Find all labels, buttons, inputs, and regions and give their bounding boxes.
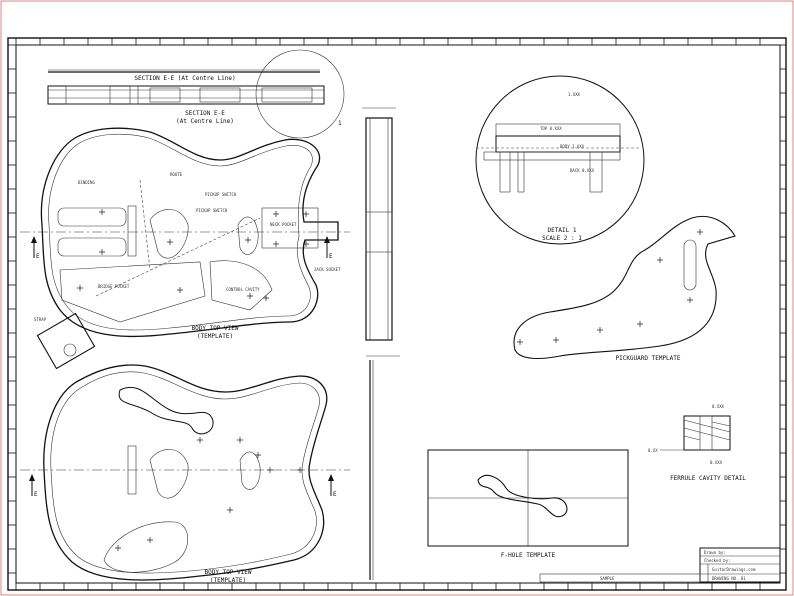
screw-hole-mark <box>687 297 693 303</box>
section-marker-left-label: E <box>36 253 40 260</box>
section-marker-back-left: E <box>29 474 38 498</box>
screw-hole-mark <box>697 229 703 235</box>
screw-hole-mark <box>99 249 105 255</box>
ferrule-dim-a: 0.XXX <box>712 404 725 409</box>
f-hole-template: F-HOLE TEMPLATE <box>427 449 629 559</box>
screw-hole-mark <box>273 211 279 217</box>
pickguard-template: PICKGUARD TEMPLATE <box>513 216 736 362</box>
strap-button-detail <box>36 312 96 370</box>
ferrule-cavity-detail: 0.XXX 0.XX 0.XXX FERRULE CAVITY DETAIL <box>648 404 746 482</box>
screw-hole-mark <box>273 241 279 247</box>
body-back-title: BODY TOP VIEW <box>205 569 252 576</box>
section-bottom-title: SECTION E-E <box>185 110 225 117</box>
screw-hole-mark <box>115 545 121 551</box>
screw-hole-mark <box>657 257 663 263</box>
section-marker-back-right: E <box>328 474 337 498</box>
screw-hole-mark <box>297 467 303 473</box>
screw-hole-mark <box>177 287 183 293</box>
detail-dim-d: BACK 0.XXX <box>570 168 595 173</box>
body-back-view: BODY TOP VIEW (TEMPLATE) E E <box>20 364 350 584</box>
screw-hole-mark <box>517 339 523 345</box>
control-cavity-label: CONTROL CAVITY <box>226 287 260 292</box>
body-top-title: BODY TOP VIEW <box>192 325 239 332</box>
screw-hole-mark <box>247 293 253 299</box>
binding-label: BINDING <box>78 180 95 185</box>
detail-dim-a: 1.XXX <box>568 92 581 97</box>
title-block-line3: SAMPLE <box>600 576 615 581</box>
screw-hole-mark <box>197 437 203 443</box>
pickup-switch-label: PICKUP SWITCH <box>205 192 237 197</box>
frame-zone-ticks <box>8 38 786 590</box>
screw-hole-mark <box>99 209 105 215</box>
fhole-title: F-HOLE TEMPLATE <box>501 552 556 559</box>
section-bottom-sub: (At Centre Line) <box>176 118 234 125</box>
section-marker-back-right-label: E <box>333 491 337 498</box>
title-block-company: GuitarDrawings.com <box>712 567 756 572</box>
screw-hole-mark <box>303 241 309 247</box>
body-top-view: STRAP NECK POCKET ROUTE BINDING PICKUP S… <box>20 127 350 370</box>
section-top-title: SECTION E-E (At Centre Line) <box>134 75 235 82</box>
detail-scale: SCALE 2 : 1 <box>542 235 582 242</box>
screw-hole-mark <box>267 467 273 473</box>
screw-hole-mark <box>245 237 251 243</box>
screw-hole-marks <box>77 209 703 551</box>
title-block-drawing-no: DRAWING NO. 01 <box>712 576 746 581</box>
side-elevation-view <box>362 107 400 580</box>
screw-hole-mark <box>237 437 243 443</box>
section-marker-back-left-label: E <box>34 491 38 498</box>
screw-hole-mark <box>255 452 261 458</box>
section-marker-right: E <box>324 236 333 260</box>
detail-title: DETAIL 1 <box>548 227 577 234</box>
title-block-line2: Checked by: <box>704 558 731 563</box>
jack-socket-label: JACK SOCKET <box>314 267 341 272</box>
title-block-line1: Drawn by: <box>704 550 726 555</box>
screw-hole-mark <box>227 507 233 513</box>
body-back-sub: (TEMPLATE) <box>210 577 246 584</box>
ferrule-dim-c: 0.XXX <box>710 460 723 465</box>
screw-hole-mark <box>553 337 559 343</box>
screw-hole-mark <box>597 327 603 333</box>
section-marker-left: E <box>31 236 40 260</box>
section-view: SECTION E-E (At Centre Line) SECTION E-E… <box>47 49 345 139</box>
screw-hole-mark <box>637 321 643 327</box>
detail-callout-number: 1 <box>338 120 342 127</box>
strap-label: STRAP <box>34 317 47 322</box>
detail-dim-b: TOP 0.XXX <box>540 126 562 131</box>
bridge-pocket-label: BRIDGE POCKET <box>98 284 130 289</box>
pickup-switch-label-2: PICKUP SWITCH <box>196 208 228 213</box>
title-block: Drawn by: Checked by: GuitarDrawings.com… <box>539 547 781 583</box>
screw-hole-mark <box>147 537 153 543</box>
screw-hole-mark <box>303 211 309 217</box>
screw-hole-mark <box>77 285 83 291</box>
body-top-sub: (TEMPLATE) <box>197 333 233 340</box>
ferrule-dim-b: 0.XX <box>648 448 658 453</box>
screw-hole-mark <box>263 295 269 301</box>
detail-1-view: 1.XXX TOP 0.XXX BODY 1.XXX BACK 0.XXX DE… <box>475 75 645 245</box>
detail-dim-c: BODY 1.XXX <box>560 144 585 149</box>
pickguard-title: PICKGUARD TEMPLATE <box>615 355 680 362</box>
ferrule-title: FERRULE CAVITY DETAIL <box>670 475 746 482</box>
section-marker-right-label: E <box>329 253 333 260</box>
neck-pocket-label: NECK POCKET <box>270 222 297 227</box>
route-note-label: ROUTE <box>170 172 183 177</box>
screw-hole-mark <box>167 239 173 245</box>
